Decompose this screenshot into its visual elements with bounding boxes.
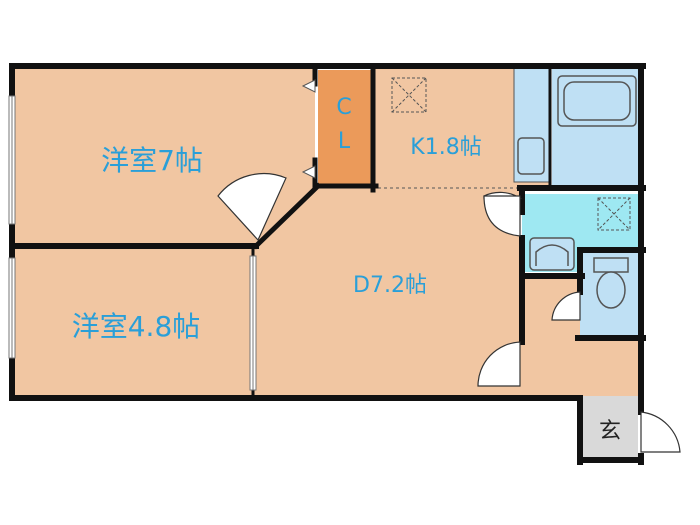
- closet-label-l: L: [338, 129, 351, 154]
- kitchen-sink: [517, 137, 545, 175]
- door-swings: [217, 173, 681, 453]
- dining-floor: [253, 186, 520, 396]
- room-label-kitchen: K1.8帖: [410, 135, 481, 160]
- room-label-dining: D7.2帖: [353, 273, 427, 298]
- entrance-floor: [580, 396, 638, 458]
- washroom-vent-marker: [597, 197, 631, 231]
- toilet: [593, 257, 629, 309]
- bathtub: [557, 75, 637, 127]
- room-western-4-8-floor: [15, 248, 253, 396]
- closet-doors: [301, 79, 316, 179]
- closet-label-c: C: [336, 95, 351, 120]
- closet-floor: [318, 70, 371, 184]
- wash-basin: [529, 237, 575, 271]
- ventilation-marker: [391, 77, 427, 113]
- room-label-western-7: 洋室7帖: [101, 144, 203, 177]
- room-label-western-4-8: 洋室4.8帖: [72, 310, 201, 343]
- windows: [8, 95, 257, 391]
- entrance-label: 玄: [599, 419, 621, 444]
- walls: [9, 63, 646, 465]
